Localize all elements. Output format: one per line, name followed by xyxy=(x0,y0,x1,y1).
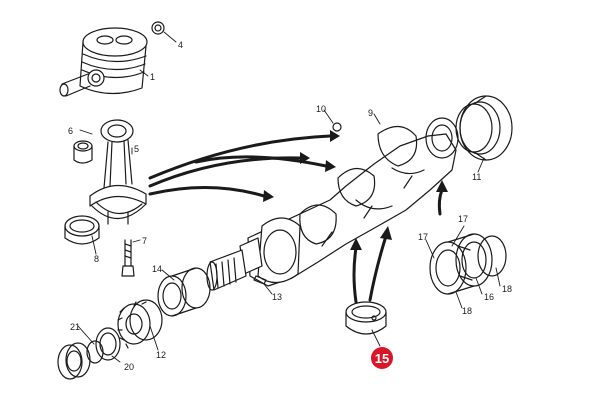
callout-18-bottom: 18 xyxy=(462,306,472,316)
crankshaft-nose xyxy=(206,237,263,291)
callout-8: 8 xyxy=(94,254,99,264)
callout-11: 11 xyxy=(472,172,481,182)
callout-13: 13 xyxy=(272,292,282,302)
callout-18-right: 18 xyxy=(502,284,512,294)
small-end-bush xyxy=(73,140,93,164)
callout-17-left: 17 xyxy=(418,232,428,242)
callout-4: 4 xyxy=(178,40,183,50)
rod-bolt xyxy=(121,239,135,277)
crankshaft xyxy=(247,117,459,287)
rod-bearing-shell xyxy=(64,215,100,245)
callout-12: 12 xyxy=(156,350,166,360)
assembly-arrows xyxy=(148,134,444,304)
callout-labels: 4 1 6 5 7 8 10 9 11 14 13 12 21 20 17 17… xyxy=(68,40,512,372)
connecting-rod xyxy=(89,119,147,225)
callout-20: 20 xyxy=(124,362,134,372)
piston xyxy=(59,27,148,97)
callout-21: 21 xyxy=(70,322,80,332)
callout-6: 6 xyxy=(68,126,73,136)
callout-15: 15 xyxy=(375,351,389,366)
highlight-badge[interactable] xyxy=(371,347,393,369)
circlip-ring xyxy=(151,21,165,35)
callout-7: 7 xyxy=(142,236,147,246)
callout-14: 14 xyxy=(152,264,162,274)
thrust-washer xyxy=(95,327,121,361)
callout-17-top: 17 xyxy=(458,214,468,224)
thrust-bearing-assembly xyxy=(429,233,507,295)
callout-10: 10 xyxy=(316,104,326,114)
callout-1: 1 xyxy=(150,72,155,82)
rear-oil-seal xyxy=(455,95,513,161)
highlighted-callout-15[interactable]: 15 xyxy=(371,347,393,369)
crank-gear xyxy=(117,299,163,349)
leader-lines xyxy=(77,31,501,363)
front-main-bearing xyxy=(157,267,211,317)
o-ring xyxy=(86,340,104,364)
dowel-pin xyxy=(332,122,342,132)
callout-5: 5 xyxy=(134,144,139,154)
callout-9: 9 xyxy=(368,108,373,118)
front-seal xyxy=(57,342,91,380)
callout-16: 16 xyxy=(484,292,494,302)
main-bearing-shell xyxy=(345,301,387,335)
